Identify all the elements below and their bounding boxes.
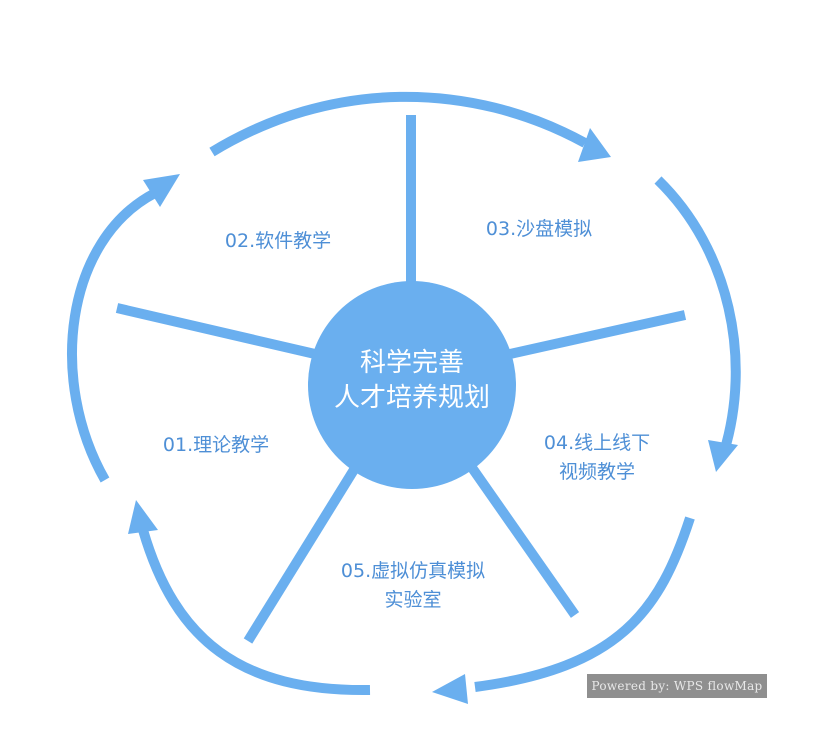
segment-02-label: 02.软件教学: [225, 230, 331, 252]
segment-05-label-line2: 实验室: [384, 589, 441, 611]
spoke-bottom-right: [463, 459, 580, 618]
cycle-arrow-top: [209, 91, 588, 157]
segment-04-label-line1: 04.线上线下: [544, 432, 650, 454]
cycle-arrow-left: [67, 188, 158, 483]
wps-flowmap-watermark: Powered by: WPS flowMap: [587, 674, 767, 698]
cycle-arrow-bottom-left: [138, 528, 371, 696]
arrowhead-right: [708, 440, 738, 472]
spoke-right: [508, 310, 687, 359]
arrowhead-bottom-right: [432, 674, 468, 704]
arrowhead-left: [143, 174, 180, 207]
segment-03-label: 03.沙盘模拟: [486, 218, 592, 240]
arrowhead-top: [578, 128, 611, 162]
segment-05-label-line1: 05.虚拟仿真模拟: [341, 560, 485, 582]
arrow-heads: [128, 128, 738, 704]
spoke-bottom-left: [243, 457, 365, 644]
segment-01-label: 01.理论教学: [163, 434, 269, 456]
spokes: [115, 115, 687, 644]
cycle-arrow-bottom-right: [474, 516, 695, 692]
segment-04-label-line2: 视频教学: [559, 461, 635, 483]
spoke-left: [115, 303, 317, 359]
center-hub: [308, 281, 516, 489]
segment-labels: 01.理论教学 02.软件教学 03.沙盘模拟 04.线上线下 视频教学 05.…: [163, 218, 650, 611]
arrowhead-bottom-left: [128, 500, 158, 534]
cycle-arrow-right: [654, 176, 741, 454]
cycle-arrows: [67, 91, 741, 696]
center-title-line1: 科学完善: [360, 348, 464, 378]
center-title-line2: 人才培养规划: [334, 383, 490, 413]
